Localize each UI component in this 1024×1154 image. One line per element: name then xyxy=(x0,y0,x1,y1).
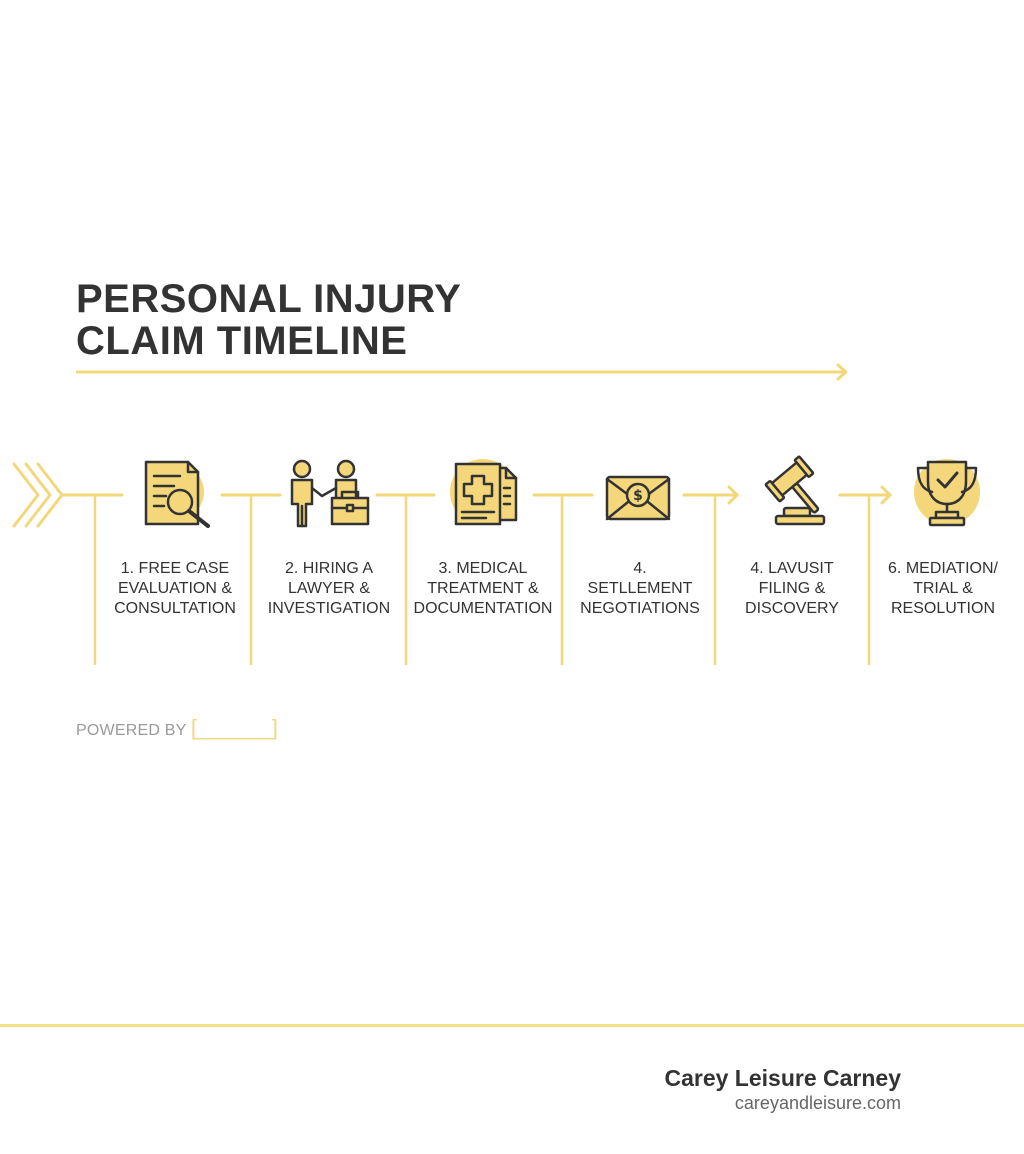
title-line-1: PERSONAL INJURY xyxy=(76,277,462,321)
step-2-label: 2. HIRING A LAWYER & INVESTIGATION xyxy=(267,560,391,617)
powered-by-label: POWERED BY xyxy=(76,722,187,739)
medical-record-icon xyxy=(450,459,518,526)
gavel-icon xyxy=(764,455,826,526)
step-4-label: 4. SETLLEMENT NEGOTIATIONS xyxy=(580,560,700,617)
step-3-label: 3. MEDICAL TREATMENT & DOCUMENTATION xyxy=(413,560,553,617)
powered-by-placeholder: [______] xyxy=(190,715,279,740)
step-1-label: 1. FREE CASE EVALUATION & CONSULTATION xyxy=(114,560,236,617)
page-title: PERSONAL INJURY CLAIM TIMELINE xyxy=(76,278,461,362)
title-line-2: CLAIM TIMELINE xyxy=(76,319,408,363)
step-6-label: 6. MEDIATION/ TRIAL & RESOLUTION xyxy=(888,560,998,617)
trophy-icon xyxy=(914,459,980,527)
footer-divider xyxy=(0,1024,1024,1027)
step-5-label: 4. LAVUSIT FILING & DISCOVERY xyxy=(745,560,839,617)
document-search-icon xyxy=(144,460,210,528)
powered-by: POWERED BY [______] xyxy=(76,715,278,741)
handshake-lawyer-icon xyxy=(290,459,370,528)
money-envelope-icon: $ xyxy=(605,475,671,521)
title-underline-arrow xyxy=(76,363,848,381)
timeline-dividers xyxy=(93,495,871,665)
brand-block: Carey Leisure Carney careyandleisure.com xyxy=(664,1064,901,1114)
timeline-start-chevrons xyxy=(12,462,64,528)
svg-text:$: $ xyxy=(633,488,643,504)
timeline-diagram: $ xyxy=(12,455,980,665)
brand-url[interactable]: careyandleisure.com xyxy=(734,1093,901,1113)
brand-name: Carey Leisure Carney xyxy=(664,1065,901,1091)
